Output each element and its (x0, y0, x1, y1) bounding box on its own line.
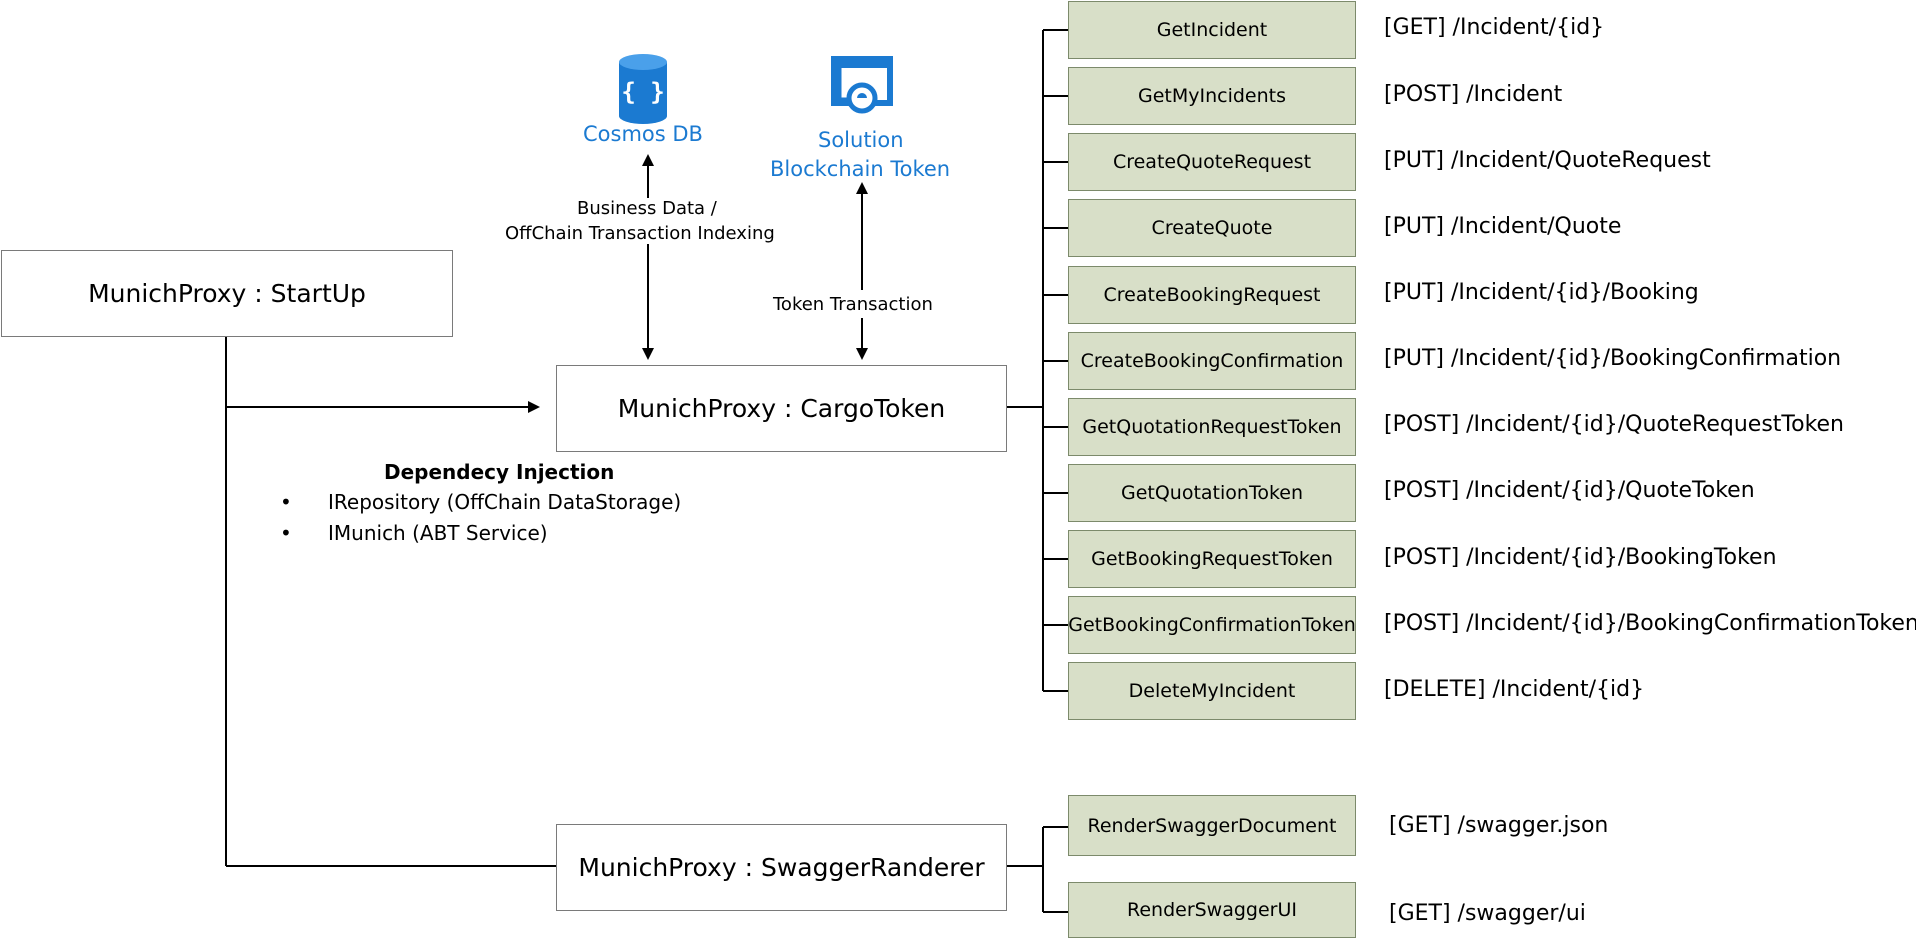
endpoint-name: CreateQuote (1151, 217, 1273, 239)
endpoint-name: CreateBookingRequest (1103, 284, 1321, 306)
endpoint-name: GetQuotationToken (1120, 482, 1304, 504)
cosmos-db-label: Cosmos DB (583, 122, 703, 146)
endpoint-name: GetMyIncidents (1137, 85, 1286, 107)
endpoint-route: [PUT] /Incident/Quote (1384, 214, 1622, 239)
endpoint-route: [PUT] /Incident/{id}/BookingConfirmation (1384, 346, 1842, 371)
endpoint-name: GetIncident (1156, 19, 1268, 41)
endpoint-name: CreateBookingConfirmation (1080, 350, 1344, 372)
endpoint-route: [POST] /Incident/{id}/QuoteToken (1384, 478, 1755, 503)
endpoint-name: CreateQuoteRequest (1112, 151, 1312, 173)
dependency-item-label: IMunich (ABT Service) (328, 521, 548, 545)
startup-box-label: MunichProxy : StartUp (88, 279, 366, 308)
endpoint-route: [POST] /Incident/{id}/QuoteRequestToken (1384, 412, 1845, 437)
endpoint-box: GetQuotationRequestToken (1068, 398, 1356, 456)
svg-text:{ }: { } (621, 78, 664, 106)
cosmos-db-icon: { } (619, 54, 667, 124)
swagger-endpoint-name: RenderSwaggerDocument (1087, 814, 1337, 837)
swagger-endpoint-box: RenderSwaggerDocument (1068, 795, 1356, 856)
blockchain-token-icon (831, 56, 893, 118)
token-transaction-label: Token Transaction (773, 294, 933, 315)
endpoint-route: [GET] /Incident/{id} (1384, 15, 1605, 40)
swagger-endpoint-route: [GET] /swagger.json (1389, 813, 1609, 838)
endpoint-route: [PUT] /Incident/{id}/Booking (1384, 280, 1699, 305)
endpoint-name: GetBookingRequestToken (1091, 548, 1333, 570)
endpoint-name: DeleteMyIncident (1128, 680, 1296, 702)
endpoint-route: [DELETE] /Incident/{id} (1384, 677, 1645, 702)
endpoint-route: [POST] /Incident/{id}/BookingConfirmatio… (1384, 611, 1916, 636)
cargotoken-box: MunichProxy : CargoToken (556, 365, 1007, 452)
bullet-icon: • (280, 521, 292, 545)
endpoint-box: GetBookingRequestToken (1068, 530, 1356, 588)
endpoint-box: GetIncident (1068, 1, 1356, 59)
endpoint-name: GetBookingConfirmationToken (1068, 614, 1356, 636)
endpoint-route: [PUT] /Incident/QuoteRequest (1384, 148, 1711, 173)
blockchain-label-line1: Solution (818, 128, 904, 152)
business-data-label-line2: OffChain Transaction Indexing (505, 223, 775, 244)
endpoint-box: CreateBookingConfirmation (1068, 332, 1356, 390)
endpoint-route: [POST] /Incident (1384, 82, 1563, 107)
endpoint-box: GetQuotationToken (1068, 464, 1356, 522)
swagger-endpoint-box: RenderSwaggerUI (1068, 882, 1356, 938)
dependency-item-label: IRepository (OffChain DataStorage) (328, 490, 682, 514)
endpoint-name: GetQuotationRequestToken (1082, 416, 1342, 438)
swagger-endpoint-name: RenderSwaggerUI (1126, 899, 1298, 921)
blockchain-label-line2: Blockchain Token (770, 157, 951, 181)
endpoint-box: CreateQuote (1068, 199, 1356, 257)
dependency-injection-title: Dependecy Injection (384, 460, 615, 484)
bullet-icon: • (280, 490, 292, 514)
endpoint-box: CreateQuoteRequest (1068, 133, 1356, 191)
endpoint-box: DeleteMyIncident (1068, 662, 1356, 720)
swagger-renderer-box: MunichProxy : SwaggerRanderer (556, 824, 1007, 911)
swagger-renderer-box-label: MunichProxy : SwaggerRanderer (578, 853, 985, 882)
endpoint-box: GetMyIncidents (1068, 67, 1356, 125)
endpoint-route: [POST] /Incident/{id}/BookingToken (1384, 545, 1777, 570)
business-data-label-line1: Business Data / (577, 198, 717, 219)
endpoint-box: GetBookingConfirmationToken (1068, 596, 1356, 654)
endpoint-box: CreateBookingRequest (1068, 266, 1356, 324)
swagger-endpoint-route: [GET] /swagger/ui (1389, 901, 1586, 926)
cargotoken-box-label: MunichProxy : CargoToken (617, 394, 946, 423)
startup-box: MunichProxy : StartUp (1, 250, 453, 337)
